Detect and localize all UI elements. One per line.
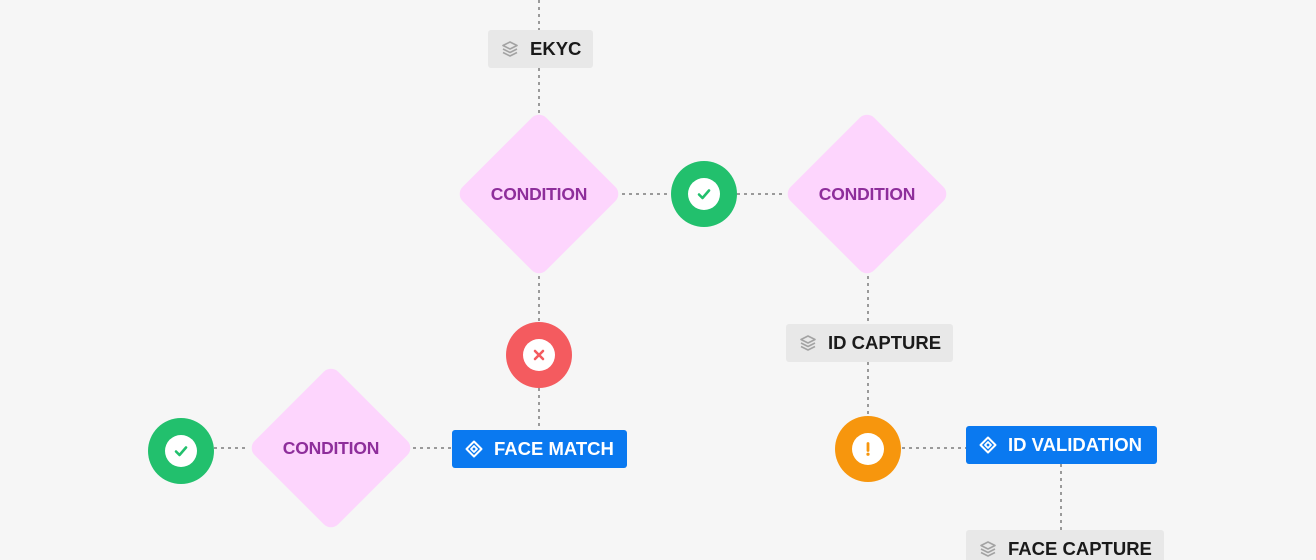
workflow-icon (978, 435, 998, 455)
success-status[interactable] (671, 161, 737, 227)
workflow-icon (464, 439, 484, 459)
condition-label: CONDITION (490, 183, 588, 204)
layers-icon (978, 539, 998, 559)
ekyc-node[interactable]: EKYC (488, 30, 594, 68)
check-icon (174, 446, 188, 457)
node-label: ID VALIDATION (1008, 434, 1142, 455)
layers-icon (500, 39, 520, 59)
layers-icon (798, 333, 818, 353)
node-label: FACE CAPTURE (1008, 538, 1152, 559)
failure-status[interactable] (506, 322, 572, 388)
success-status[interactable] (148, 418, 214, 484)
close-icon (533, 349, 545, 361)
face-match-node[interactable]: FACE MATCH (452, 430, 627, 468)
warning-status[interactable] (835, 416, 901, 482)
condition-label: CONDITION (282, 437, 380, 458)
condition-node[interactable]: CONDITION (247, 364, 415, 532)
node-label: ID CAPTURE (828, 332, 942, 353)
exclamation-icon (866, 442, 870, 456)
condition-label: CONDITION (818, 183, 916, 204)
face-capture-node[interactable]: FACE CAPTURE (966, 530, 1164, 560)
id-validation-node[interactable]: ID VALIDATION (966, 426, 1157, 464)
check-icon (697, 189, 711, 200)
id-capture-node[interactable]: ID CAPTURE (786, 324, 954, 362)
condition-node[interactable]: CONDITION (455, 110, 623, 278)
node-label: FACE MATCH (494, 438, 614, 459)
node-label: EKYC (530, 38, 582, 59)
condition-node[interactable]: CONDITION (783, 110, 951, 278)
